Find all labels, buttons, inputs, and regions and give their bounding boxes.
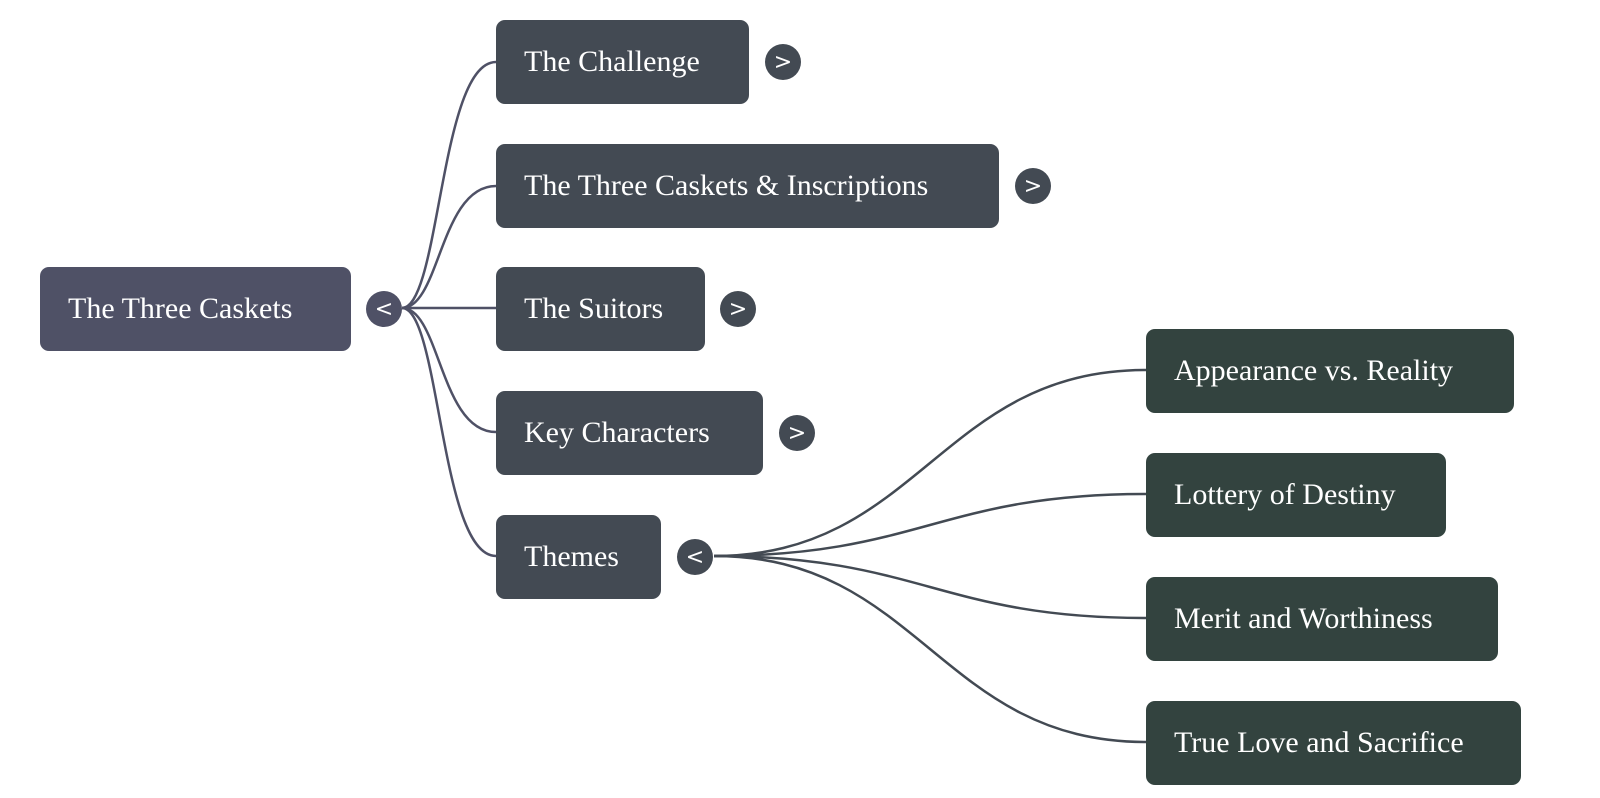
leaf-label: Lottery of Destiny bbox=[1174, 478, 1396, 511]
expand-toggle-the-challenge[interactable]: > bbox=[765, 44, 801, 80]
link-themes-lottery bbox=[713, 492, 1147, 558]
link-root-characters bbox=[401, 306, 497, 434]
branch-label: The Suitors bbox=[524, 292, 664, 325]
expand-toggle-key-characters[interactable]: > bbox=[779, 415, 815, 451]
link-root-themes bbox=[401, 306, 497, 558]
leaf-label: Appearance vs. Reality bbox=[1174, 354, 1454, 387]
branch-the-challenge[interactable]: The Challenge bbox=[496, 20, 749, 104]
leaf-label: True Love and Sacrifice bbox=[1174, 726, 1464, 759]
branch-label: Themes bbox=[524, 540, 619, 573]
root-collapse-toggle[interactable]: < bbox=[366, 291, 402, 327]
leaf-true-love-and-sacrifice[interactable]: True Love and Sacrifice bbox=[1146, 701, 1521, 785]
branch-label: Key Characters bbox=[524, 416, 710, 449]
leaf-merit-and-worthiness[interactable]: Merit and Worthiness bbox=[1146, 577, 1498, 661]
expand-toggle-the-suitors[interactable]: > bbox=[720, 291, 756, 327]
collapse-toggle-themes[interactable]: < bbox=[677, 539, 713, 575]
branch-caskets-inscriptions[interactable]: The Three Caskets & Inscriptions bbox=[496, 144, 999, 228]
branch-themes[interactable]: Themes bbox=[496, 515, 661, 599]
link-root-inscriptions bbox=[401, 184, 497, 310]
branch-the-suitors[interactable]: The Suitors bbox=[496, 267, 705, 351]
expand-toggle-caskets-inscriptions[interactable]: > bbox=[1015, 168, 1051, 204]
root-label: The Three Caskets bbox=[68, 292, 293, 325]
link-themes-merit bbox=[713, 554, 1147, 620]
branch-label: The Three Caskets & Inscriptions bbox=[524, 169, 929, 202]
leaf-appearance-vs-reality[interactable]: Appearance vs. Reality bbox=[1146, 329, 1514, 413]
root-node[interactable]: The Three Caskets bbox=[40, 267, 351, 351]
link-themes-appearance bbox=[713, 368, 1147, 558]
branch-key-characters[interactable]: Key Characters bbox=[496, 391, 763, 475]
branch-label: The Challenge bbox=[524, 45, 700, 78]
link-themes-truelove bbox=[713, 554, 1147, 744]
leaf-lottery-of-destiny[interactable]: Lottery of Destiny bbox=[1146, 453, 1446, 537]
link-root-challenge bbox=[401, 60, 497, 310]
leaf-label: Merit and Worthiness bbox=[1174, 602, 1433, 635]
